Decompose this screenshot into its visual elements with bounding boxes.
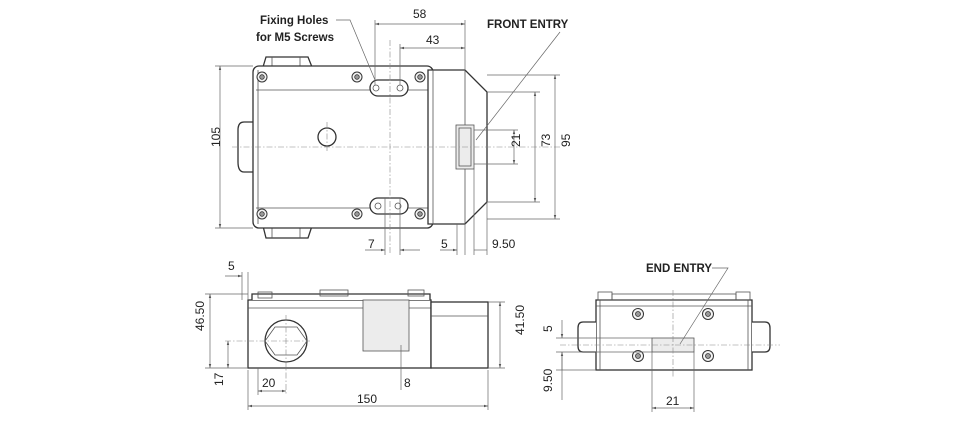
screw-icon xyxy=(351,71,363,83)
screw-icon xyxy=(256,208,268,220)
side-view xyxy=(205,272,505,410)
top-view xyxy=(215,19,561,255)
front-entry-label: FRONT ENTRY xyxy=(487,19,569,31)
dim-9-50: 9.50 xyxy=(492,237,516,251)
screw-icon xyxy=(256,71,268,83)
side-head xyxy=(430,301,489,369)
dim-end-5: 5 xyxy=(541,325,555,332)
dim-41-50: 41.50 xyxy=(513,305,527,335)
dim-150: 150 xyxy=(357,392,377,406)
front-entry-leader xyxy=(475,31,561,141)
screw-icon xyxy=(351,208,363,220)
dim-17: 17 xyxy=(212,372,226,386)
fixing-slot-bottom xyxy=(369,197,409,215)
dim-46-50: 46.50 xyxy=(193,301,207,331)
fixing-holes-leader xyxy=(336,19,376,81)
fixing-holes-label: Fixing Holes xyxy=(260,15,328,27)
dim-95: 95 xyxy=(559,133,573,147)
screw-icon xyxy=(702,308,714,320)
dim-20: 20 xyxy=(262,376,276,390)
dim-5: 5 xyxy=(441,237,448,251)
side-slot xyxy=(362,299,410,352)
dim-43: 43 xyxy=(426,33,440,47)
dim-end-9-50: 9.50 xyxy=(541,368,555,392)
end-entry-leader xyxy=(679,267,729,345)
screw-icon xyxy=(414,208,426,220)
dim-21: 21 xyxy=(509,133,523,147)
screw-icon xyxy=(632,350,644,362)
dim-105: 105 xyxy=(209,127,223,147)
screw-icon xyxy=(414,71,426,83)
dim-7: 7 xyxy=(368,237,375,251)
screw-icon xyxy=(632,308,644,320)
end-view xyxy=(556,267,780,412)
end-body xyxy=(595,299,753,371)
fixing-holes-label-2: for M5 Screws xyxy=(256,32,334,44)
dim-end-21: 21 xyxy=(666,394,680,408)
fixing-slot-top xyxy=(369,79,409,97)
dim-8: 8 xyxy=(404,376,411,390)
dim-side-5: 5 xyxy=(228,259,235,273)
dim-73: 73 xyxy=(539,133,553,147)
dim-58: 58 xyxy=(413,7,427,21)
end-entry-label: END ENTRY xyxy=(646,263,712,275)
screw-icon xyxy=(702,350,714,362)
